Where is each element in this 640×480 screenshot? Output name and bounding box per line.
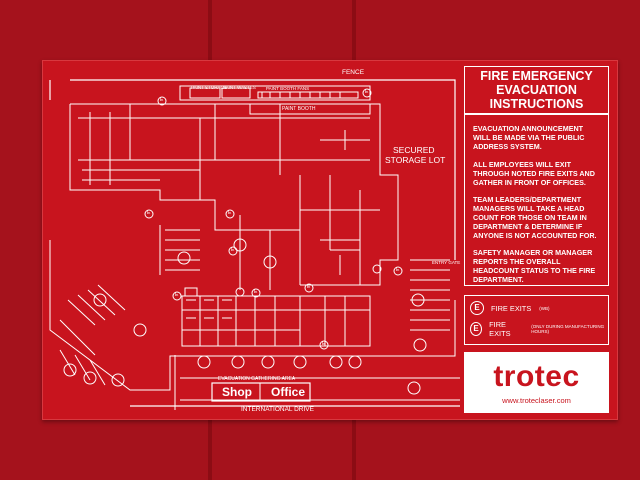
fence-label: FENCE bbox=[342, 69, 365, 76]
shop-label: Shop bbox=[222, 385, 252, 399]
trotec-logo: trotec bbox=[493, 360, 580, 393]
instruction-2: ALL EMPLOYEES WILL EXIT THROUGH NOTED FI… bbox=[473, 160, 595, 187]
paint-booth-label: PAINT BOOTH bbox=[282, 106, 316, 112]
exit-icon: E bbox=[470, 322, 483, 336]
exit-marker: E bbox=[396, 267, 400, 273]
paint-storage-label: PAINT STORAGE bbox=[191, 85, 228, 90]
legend-note: (WB) bbox=[539, 305, 550, 311]
street-label: INTERNATIONAL DRIVE bbox=[241, 406, 314, 413]
exit-marker: E bbox=[365, 89, 369, 95]
instruction-1: EVACUATION ANNOUNCEMENT WILL BE MADE VIA… bbox=[473, 124, 585, 151]
exit-marker: E bbox=[175, 292, 179, 298]
secured-storage-label-1: SECURED bbox=[393, 145, 435, 155]
secured-storage-label-2: STORAGE LOT bbox=[385, 155, 446, 165]
legend-box bbox=[464, 295, 609, 345]
instructions-panel: FIRE EMERGENCY EVACUATION INSTRUCTIONS E… bbox=[464, 66, 609, 413]
legend-label: FIRE EXITS bbox=[489, 320, 511, 338]
instructions-box bbox=[464, 114, 609, 286]
exit-marker: E bbox=[231, 247, 235, 253]
exit-icon: E bbox=[470, 301, 484, 315]
paint-booth-fans-label: PAINT BOOTH FANS bbox=[266, 86, 310, 91]
gathering-area-label: EVACUATION GATHERING AREA bbox=[218, 376, 296, 382]
legend-row-exits: E FIRE EXITS (WB) bbox=[470, 301, 550, 315]
exit-marker: E bbox=[307, 284, 311, 290]
instruction-3: TEAM LEADERS/DEPARTMENT MANAGERS WILL TA… bbox=[473, 195, 597, 240]
entry-gate-label: ENTRY GATE bbox=[432, 260, 461, 265]
title-line: FIRE EMERGENCY bbox=[480, 69, 593, 83]
title-line: INSTRUCTIONS bbox=[489, 97, 584, 111]
brand-block: trotec www.troteclaser.com bbox=[464, 352, 609, 413]
title-line: EVACUATION bbox=[496, 83, 577, 97]
exit-marker: E bbox=[147, 210, 151, 216]
instruction-4: SAFETY MANAGER OR MANAGER REPORTS THE OV… bbox=[473, 248, 596, 284]
panel-title: FIRE EMERGENCY EVACUATION INSTRUCTIONS bbox=[464, 69, 609, 111]
exit-marker: E bbox=[322, 341, 326, 347]
office-label: Office bbox=[271, 385, 306, 399]
paint-wastes-label: PAINT WASTES bbox=[223, 85, 256, 90]
exit-marker: E bbox=[228, 210, 232, 216]
legend-label: FIRE EXITS bbox=[491, 303, 532, 313]
exit-marker: E bbox=[160, 97, 164, 103]
title-box bbox=[464, 66, 609, 114]
legend-row-exits-hours: E FIRE EXITS (ONLY DURING MANUFACTURING … bbox=[470, 320, 609, 338]
brand-url: www.troteclaser.com bbox=[502, 396, 571, 405]
legend-note: (ONLY DURING MANUFACTURING HOURS) bbox=[531, 324, 605, 334]
exit-marker: E bbox=[254, 289, 258, 295]
